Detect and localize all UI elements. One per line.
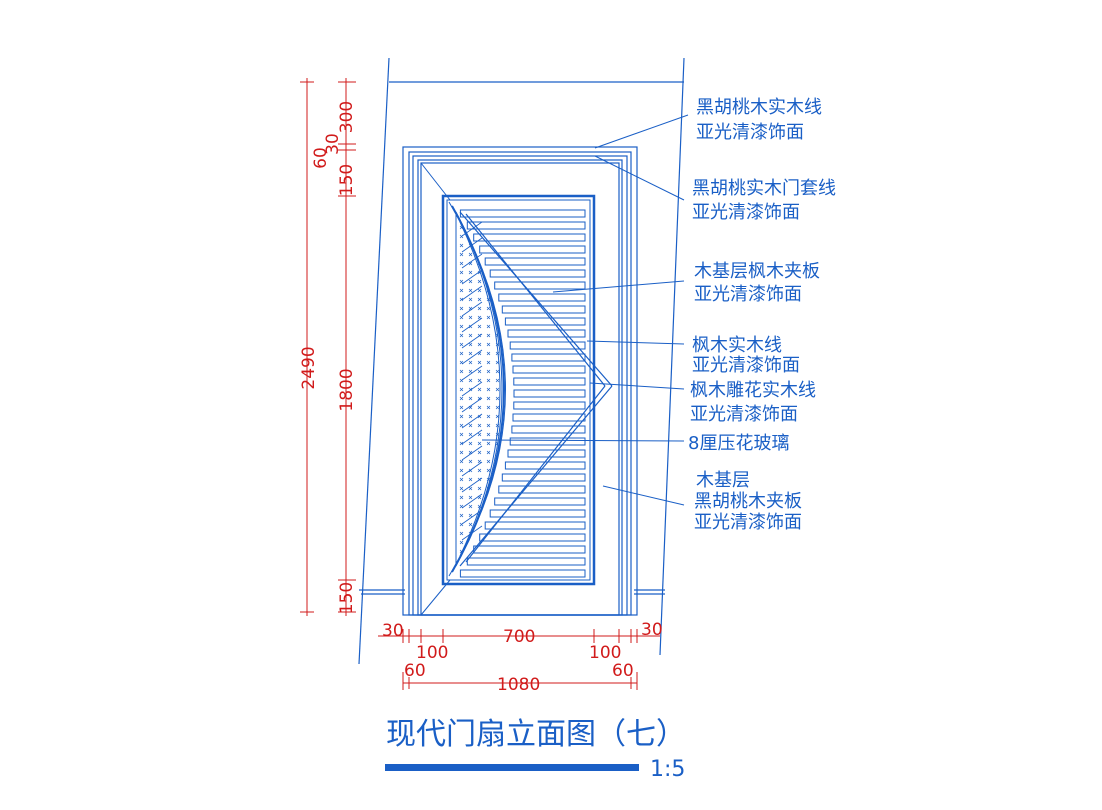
slat bbox=[489, 269, 586, 278]
dim-top-300: 300 bbox=[337, 101, 357, 133]
glass-hatch-line bbox=[461, 253, 483, 269]
slat bbox=[498, 293, 586, 302]
glass-hatch-line bbox=[461, 381, 483, 397]
glass-hatch-line bbox=[461, 237, 483, 253]
slat bbox=[511, 425, 586, 434]
title-underline bbox=[385, 764, 639, 771]
glass-hatch-line bbox=[461, 349, 483, 365]
annotation-3-line2: 亚光清漆饰面 bbox=[694, 284, 802, 305]
dim-bottom-60-left: 60 bbox=[404, 661, 426, 681]
vertical-dimension-texts: 2490 60 300 30 150 1800 150 bbox=[299, 101, 357, 614]
slat bbox=[473, 233, 586, 242]
slat bbox=[501, 305, 586, 314]
dim-bottom-700: 700 bbox=[503, 627, 535, 647]
carved-diagonal-lines bbox=[459, 211, 613, 567]
slat bbox=[466, 557, 586, 566]
dim-top-30: 30 bbox=[323, 133, 343, 155]
annotation-5-line1: 枫木雕花实木线 bbox=[690, 380, 816, 401]
annotation-5-line2: 亚光清漆饰面 bbox=[690, 404, 798, 425]
vertical-dimensions bbox=[300, 78, 356, 616]
glass-hatch-line bbox=[461, 365, 483, 381]
annotation-7-line1: 木基层 bbox=[696, 470, 750, 491]
glass-hatch-line bbox=[461, 525, 483, 541]
leader-lines bbox=[481, 114, 689, 506]
slat bbox=[489, 509, 586, 518]
dim-middle-1800: 1800 bbox=[337, 368, 357, 411]
glass-hatch-line bbox=[461, 301, 483, 317]
annotation-2-line2: 亚光清漆饰面 bbox=[692, 202, 800, 223]
annotations: 黑胡桃木实木线 亚光清漆饰面 黑胡桃实木门套线 亚光清漆饰面 木基层枫木夹板 亚… bbox=[688, 97, 836, 533]
slat bbox=[509, 437, 586, 446]
slat bbox=[513, 389, 586, 398]
glass-hatch-line bbox=[461, 397, 483, 413]
annotation-4-line2: 亚光清漆饰面 bbox=[692, 355, 800, 376]
slat bbox=[473, 545, 586, 554]
slat bbox=[513, 401, 586, 410]
annotation-7-line2: 黑胡桃木夹板 bbox=[694, 491, 802, 512]
slat bbox=[509, 341, 586, 350]
slat bbox=[504, 317, 586, 326]
dim-overall-height: 2490 bbox=[299, 346, 319, 389]
slat bbox=[512, 413, 586, 422]
glass-hatch-line bbox=[461, 477, 483, 493]
slat bbox=[513, 377, 586, 386]
dim-bottom-150: 150 bbox=[337, 582, 357, 614]
annotation-4-line1: 枫木实木线 bbox=[692, 335, 782, 356]
horizontal-dimensions bbox=[378, 629, 660, 690]
drawing-title: 现代门扇立面图（七） bbox=[386, 717, 686, 752]
slat bbox=[507, 329, 586, 338]
slat bbox=[512, 365, 586, 374]
slat bbox=[501, 473, 586, 482]
glass-hatch-line bbox=[461, 429, 483, 445]
glass-hatch-line bbox=[461, 413, 483, 429]
glass-hatch-line bbox=[461, 317, 483, 333]
slat bbox=[479, 533, 586, 542]
glass-hatch-line bbox=[461, 269, 483, 285]
annotation-1-line1: 黑胡桃木实木线 bbox=[696, 97, 822, 118]
dim-left-top-60: 60 bbox=[311, 147, 331, 169]
slat bbox=[484, 257, 586, 266]
slat bbox=[507, 449, 586, 458]
slat bbox=[498, 485, 586, 494]
dim-bottom-60-right: 60 bbox=[612, 661, 634, 681]
glass-hatch-line bbox=[461, 493, 483, 509]
slat bbox=[484, 521, 586, 530]
slat bbox=[494, 497, 586, 506]
annotation-6-line1: 8厘压花玻璃 bbox=[688, 433, 789, 454]
dim-top-150: 150 bbox=[337, 164, 357, 196]
dim-bottom-100-left: 100 bbox=[416, 643, 448, 663]
dim-bottom-100-right: 100 bbox=[589, 643, 621, 663]
glass-hatch-line bbox=[461, 461, 483, 477]
dim-bottom-30-left: 30 bbox=[382, 621, 404, 641]
horizontal-dimension-texts: 30 100 700 100 30 60 1080 60 bbox=[382, 620, 663, 695]
slat bbox=[459, 569, 586, 578]
annotation-2-line1: 黑胡桃实木门套线 bbox=[692, 178, 836, 199]
glass-hatch-line bbox=[461, 445, 483, 461]
annotation-1-line2: 亚光清漆饰面 bbox=[696, 122, 804, 143]
pressed-glass-area bbox=[448, 201, 506, 577]
drawing-scale: 1:5 bbox=[650, 757, 685, 782]
glass-hatch-line bbox=[461, 221, 483, 237]
slat bbox=[511, 353, 586, 362]
glass-hatch-line bbox=[461, 285, 483, 301]
slat bbox=[459, 209, 586, 218]
annotation-7-line3: 亚光清漆饰面 bbox=[694, 512, 802, 533]
glass-hatch-line bbox=[461, 333, 483, 349]
glass-hatch-line bbox=[461, 509, 483, 525]
dim-bottom-30-right: 30 bbox=[641, 620, 663, 640]
annotation-3-line1: 木基层枫木夹板 bbox=[694, 261, 820, 282]
dim-overall-width: 1080 bbox=[497, 675, 540, 695]
slat bbox=[494, 281, 586, 290]
slat bbox=[466, 221, 586, 230]
slat bbox=[479, 245, 586, 254]
door-panel bbox=[420, 162, 596, 616]
wall-outline bbox=[358, 57, 685, 665]
